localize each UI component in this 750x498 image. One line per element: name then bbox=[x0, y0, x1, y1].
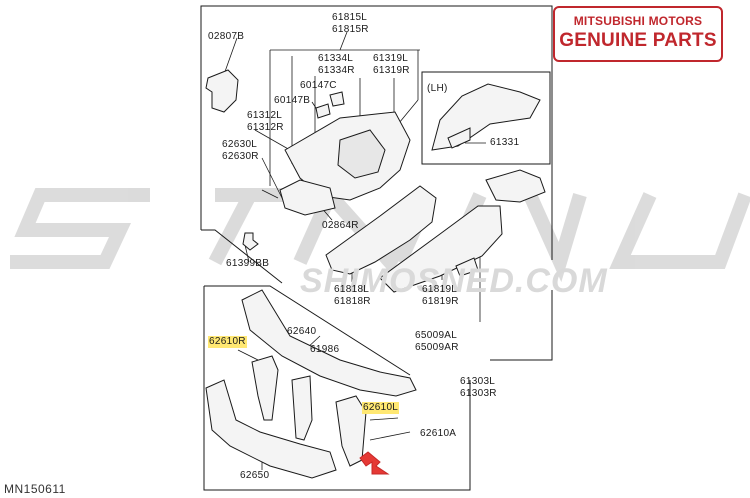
upper-parts bbox=[205, 69, 546, 293]
label-62640: 62640 bbox=[287, 326, 317, 337]
label-61303r: 61303R bbox=[460, 388, 497, 399]
label-62630l: 62630L bbox=[222, 139, 258, 150]
part-60147-shape bbox=[315, 103, 331, 119]
part-61331-shape bbox=[447, 127, 471, 149]
part-62610r-shape bbox=[251, 355, 279, 421]
label-61303l: 61303L bbox=[460, 376, 496, 387]
label-61399bb: 61399BB bbox=[226, 258, 270, 269]
diagram-id: MN150611 bbox=[4, 482, 66, 496]
brand-line-2: GENUINE PARTS bbox=[559, 30, 717, 51]
label-61815l: 61815L bbox=[332, 12, 368, 23]
label-62630r: 62630R bbox=[222, 151, 259, 162]
brand-line-1: MITSUBISHI MOTORS bbox=[573, 14, 703, 28]
part-61986-shape bbox=[291, 375, 313, 441]
label-62610r-highlighted: 62610R bbox=[208, 336, 247, 348]
part-61819-shape bbox=[379, 205, 503, 293]
label-60147b: 60147B bbox=[274, 95, 311, 106]
label-65009al: 65009AL bbox=[415, 330, 458, 341]
part-61334-shape bbox=[329, 91, 345, 107]
label-61819r: 61819R bbox=[422, 296, 459, 307]
label-02864r: 02864R bbox=[322, 220, 359, 231]
label-60147c: 60147C bbox=[300, 80, 337, 91]
upper-group-frame bbox=[200, 5, 553, 491]
label-65009ar: 65009AR bbox=[415, 342, 459, 353]
label-61986: 61986 bbox=[310, 344, 340, 355]
label-61312l: 61312L bbox=[247, 110, 283, 121]
lower-parts bbox=[205, 289, 417, 479]
part-61399bb-shape bbox=[242, 232, 259, 251]
label-61334r: 61334R bbox=[318, 65, 355, 76]
label-61319l: 61319L bbox=[373, 53, 409, 64]
label-62610l-highlighted: 62610L bbox=[362, 402, 400, 414]
genuine-parts-badge: MITSUBISHI MOTORS GENUINE PARTS bbox=[553, 6, 723, 62]
label-62650: 62650 bbox=[240, 470, 270, 481]
bracket-small-shape bbox=[455, 257, 479, 277]
label-61818r: 61818R bbox=[334, 296, 371, 307]
lh-inset-frame bbox=[421, 71, 551, 165]
label-61334l: 61334L bbox=[318, 53, 354, 64]
label-62610a: 62610A bbox=[420, 428, 457, 439]
part-65009-shape bbox=[485, 169, 546, 203]
label-61819l: 61819L bbox=[422, 284, 458, 295]
part-62650-shape bbox=[205, 379, 337, 479]
part-61818-shape bbox=[325, 185, 437, 275]
part-62640-shape bbox=[241, 289, 417, 397]
label-61818l: 61818L bbox=[334, 284, 370, 295]
pointer-arrow-icon bbox=[359, 451, 390, 475]
part-02807b-shape bbox=[205, 69, 239, 113]
label-61815r: 61815R bbox=[332, 24, 369, 35]
label-lh-variant: (LH) bbox=[427, 83, 448, 94]
label-61319r: 61319R bbox=[373, 65, 410, 76]
label-61331: 61331 bbox=[490, 137, 520, 148]
label-02807b: 02807B bbox=[208, 31, 245, 42]
part-62630-shape bbox=[279, 179, 336, 216]
rail-inner-shape bbox=[337, 129, 386, 179]
lh-inset-part-shape bbox=[431, 83, 541, 151]
watermark-text: SHIMOSNED.COM bbox=[300, 262, 608, 300]
label-61312r: 61312R bbox=[247, 122, 284, 133]
